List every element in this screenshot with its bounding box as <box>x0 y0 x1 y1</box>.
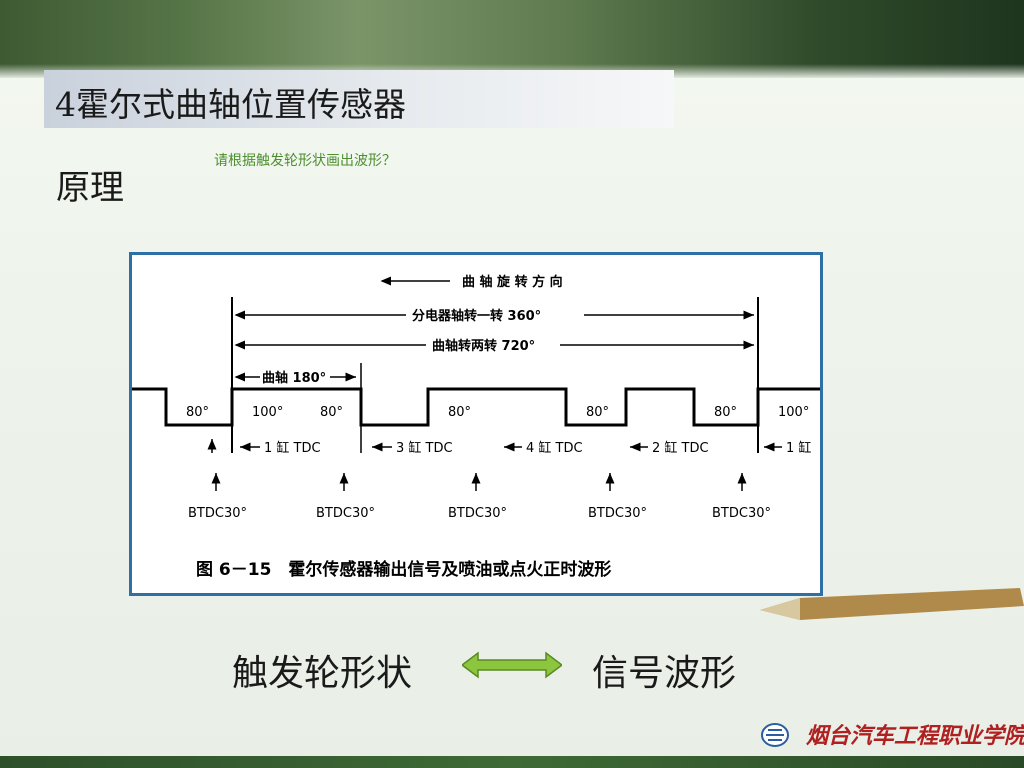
span-720-label: 曲轴转两转 720° <box>432 338 535 354</box>
btdc-label: BTDC30° <box>588 506 647 521</box>
seg-label: 80° <box>448 405 471 420</box>
seg-label: 80° <box>320 405 343 420</box>
trigger-wheel-label: 触发轮形状 <box>232 653 413 694</box>
figure-caption: 图 6－15 霍尔传感器输出信号及喷油或点火正时波形 <box>196 559 611 580</box>
btdc-label: BTDC30° <box>188 506 247 521</box>
pen-icon <box>760 588 1024 620</box>
span-180-label: 曲轴 180° <box>262 370 326 386</box>
tdc-label: 3 缸 TDC <box>396 440 453 456</box>
slide-title: 4霍尔式曲轴位置传感器 <box>55 85 406 124</box>
top-decor-band <box>0 0 1024 78</box>
tdc-label: 4 缸 TDC <box>526 440 583 456</box>
seg-label: 100° <box>252 405 283 420</box>
section-heading: 原理 <box>56 168 124 208</box>
btdc-label: BTDC30° <box>712 506 771 521</box>
waveform-svg: 曲 轴 旋 转 方 向 分电器轴转一转 360° 曲轴转两转 720° 曲轴 1… <box>132 274 820 580</box>
direction-label: 曲 轴 旋 转 方 向 <box>462 274 563 290</box>
hall-waveform-figure: 曲 轴 旋 转 方 向 分电器轴转一转 360° 曲轴转两转 720° 曲轴 1… <box>129 252 823 596</box>
title-bar <box>44 70 674 128</box>
double-arrow-icon <box>462 651 562 679</box>
btdc-label: BTDC30° <box>448 506 507 521</box>
signal-waveform-label: 信号波形 <box>592 653 737 694</box>
school-logo-icon <box>761 723 789 747</box>
span-360-label: 分电器轴转一转 360° <box>412 308 541 324</box>
school-name: 烟台汽车工程职业学院 <box>806 723 1024 749</box>
seg-label: 80° <box>714 405 737 420</box>
hint-text: 请根据触发轮形状画出波形？ <box>214 153 396 169</box>
btdc-label: BTDC30° <box>316 506 375 521</box>
tdc-label: 1 缸 <box>786 440 811 456</box>
tdc-label: 1 缸 TDC <box>264 440 321 456</box>
seg-label: 80° <box>186 405 209 420</box>
seg-label: 80° <box>586 405 609 420</box>
hall-signal-waveform <box>132 387 820 427</box>
tdc-label: 2 缸 TDC <box>652 440 709 456</box>
seg-label: 100° <box>778 405 809 420</box>
footer-decor-band <box>0 756 1024 768</box>
